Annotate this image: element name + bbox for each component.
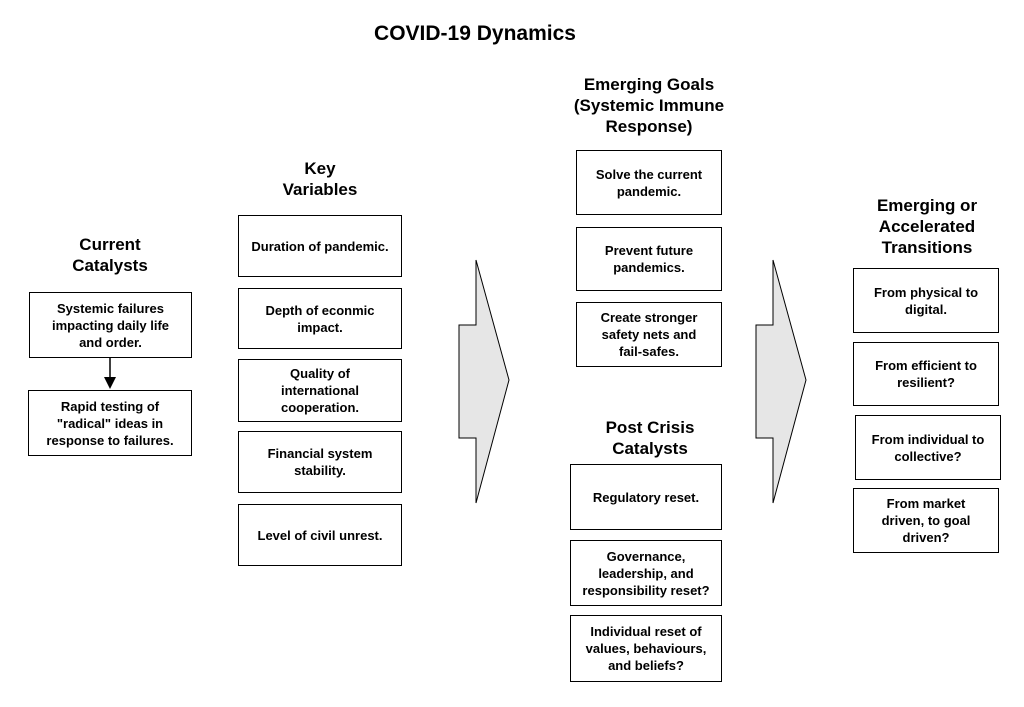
transition-box-efficient-resilient: From efficient to resilient? [853,342,999,406]
post-crisis-box-regulatory-reset: Regulatory reset. [570,464,722,530]
emerging-goals-heading: Emerging Goals (Systemic Immune Response… [573,75,725,136]
post-crisis-box-individual-reset: Individual reset of values, behaviours, … [570,615,722,682]
transition-box-physical-digital: From physical to digital. [853,268,999,333]
variable-box-duration: Duration of pandemic. [238,215,402,277]
transitions-heading: Emerging or Accelerated Transitions [876,196,978,257]
variable-box-economic-impact: Depth of econmic impact. [238,288,402,349]
key-variables-heading: Key Variables [282,159,358,199]
catalyst-box-rapid-testing: Rapid testing of "radical" ideas in resp… [28,390,192,456]
goal-box-solve-pandemic: Solve the current pandemic. [576,150,722,215]
catalyst-box-systemic-failures: Systemic failures impacting daily life a… [29,292,192,358]
variable-box-civil-unrest: Level of civil unrest. [238,504,402,566]
variable-box-cooperation: Quality of international cooperation. [238,359,402,422]
diagram-title: COVID-19 Dynamics [374,22,576,45]
catalyst-connector-arrowhead [104,377,116,389]
current-catalysts-heading: Current Catalysts [72,235,148,275]
post-crisis-box-governance-reset: Governance, leadership, and responsibili… [570,540,722,606]
block-arrow-right [755,259,807,504]
variable-box-financial-stability: Financial system stability. [238,431,402,493]
block-arrow-left [458,259,510,504]
goal-box-safety-nets: Create stronger safety nets and fail-saf… [576,302,722,367]
transition-box-market-goal: From market driven, to goal driven? [853,488,999,553]
post-crisis-catalysts-heading: Post Crisis Catalysts [605,418,695,458]
goal-box-prevent-pandemics: Prevent future pandemics. [576,227,722,291]
transition-box-individual-collective: From individual to collective? [855,415,1001,480]
